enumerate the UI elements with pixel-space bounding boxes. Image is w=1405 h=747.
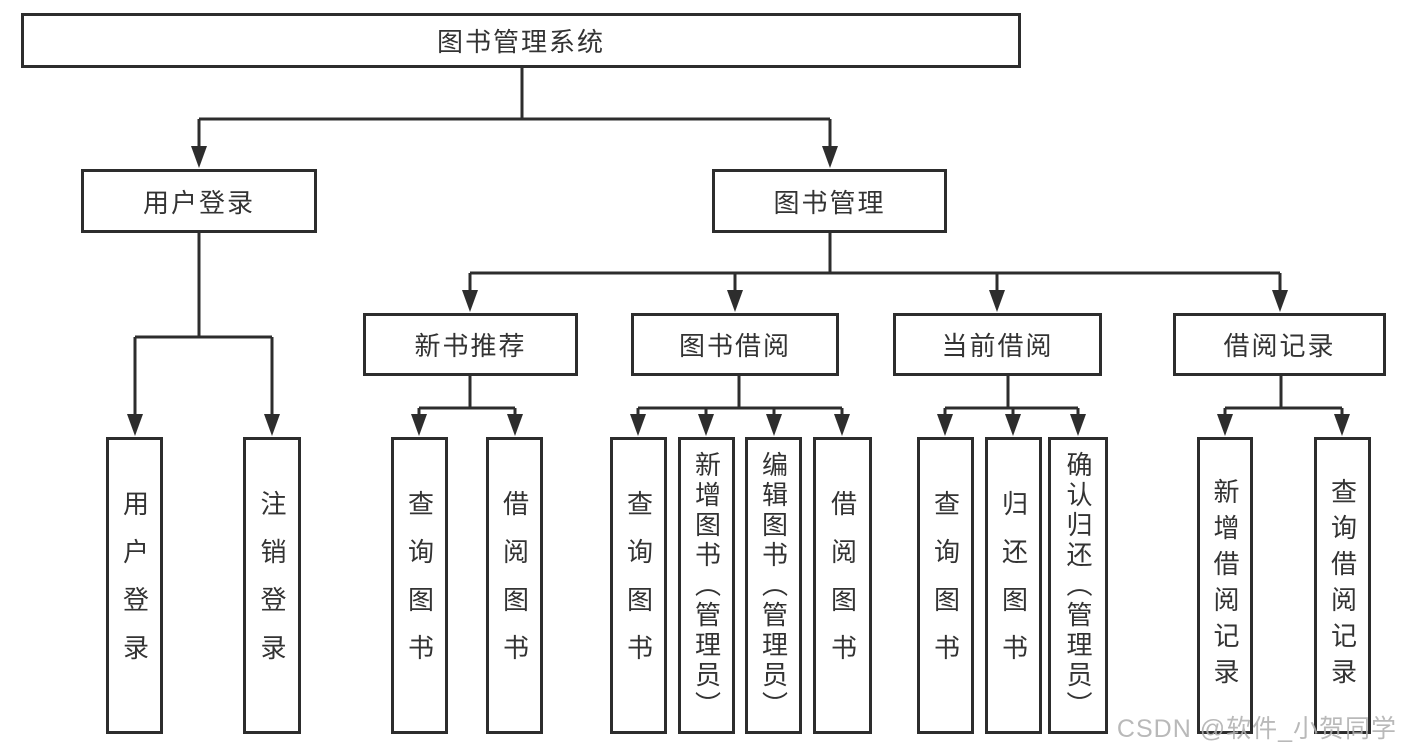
leaf-user-login-label: 用户登录 — [119, 489, 150, 682]
leaf-borrow-query-books: 查询图书 — [610, 437, 667, 734]
node-current-borrow-label: 当前借阅 — [941, 331, 1054, 361]
leaf-current-query-books-label: 查询图书 — [930, 489, 961, 682]
leaf-recommend-borrow-books-label: 借阅图书 — [499, 489, 530, 682]
node-library-system: 图书管理系统 — [21, 13, 1021, 68]
leaf-current-return-books-label: 归还图书 — [998, 489, 1029, 682]
leaf-recommend-borrow-books: 借阅图书 — [486, 437, 543, 734]
node-user-login-label: 用户登录 — [142, 187, 255, 218]
arrowheads — [127, 146, 1350, 436]
leaf-user-login: 用户登录 — [106, 437, 163, 734]
node-new-book-recommend-label: 新书推荐 — [414, 331, 527, 361]
leaf-current-query-books: 查询图书 — [917, 437, 974, 734]
leaf-borrow-add-books: 新增图书（管理员） — [678, 437, 735, 734]
node-borrow-records-label: 借阅记录 — [1223, 331, 1336, 361]
leaf-current-return-books: 归还图书 — [985, 437, 1042, 734]
node-borrow-records: 借阅记录 — [1173, 313, 1386, 376]
leaf-records-add-record-label: 新增借阅记录 — [1210, 477, 1240, 694]
node-book-borrow-label: 图书借阅 — [678, 331, 791, 361]
node-library-system-label: 图书管理系统 — [436, 27, 605, 57]
csdn-watermark: CSDN @软件_小贺同学 — [1116, 715, 1397, 743]
leaf-current-confirm-return-label: 确认归还（管理员） — [1063, 450, 1093, 721]
node-book-borrow: 图书借阅 — [631, 313, 839, 376]
leaf-recommend-query-books: 查询图书 — [391, 437, 448, 734]
leaf-borrow-borrow-books: 借阅图书 — [813, 437, 872, 734]
node-current-borrow: 当前借阅 — [893, 313, 1102, 376]
leaf-borrow-borrow-books-label: 借阅图书 — [827, 489, 858, 682]
node-book-management-label: 图书管理 — [773, 187, 886, 218]
leaf-borrow-edit-books: 编辑图书（管理员） — [745, 437, 802, 734]
leaf-borrow-add-books-label: 新增图书（管理员） — [691, 450, 722, 721]
leaf-borrow-edit-books-label: 编辑图书（管理员） — [758, 450, 789, 721]
leaf-borrow-query-books-label: 查询图书 — [623, 489, 654, 682]
node-new-book-recommend: 新书推荐 — [363, 313, 578, 376]
node-user-login: 用户登录 — [81, 169, 317, 233]
leaf-recommend-query-books-label: 查询图书 — [404, 489, 435, 682]
leaf-logout-label: 注销登录 — [257, 489, 287, 682]
leaf-records-add-record: 新增借阅记录 — [1197, 437, 1253, 734]
leaf-logout: 注销登录 — [243, 437, 301, 734]
leaf-current-confirm-return: 确认归还（管理员） — [1048, 437, 1108, 734]
leaf-records-query-record-label: 查询借阅记录 — [1327, 477, 1358, 694]
node-book-management: 图书管理 — [712, 169, 947, 233]
leaf-records-query-record: 查询借阅记录 — [1314, 437, 1371, 734]
